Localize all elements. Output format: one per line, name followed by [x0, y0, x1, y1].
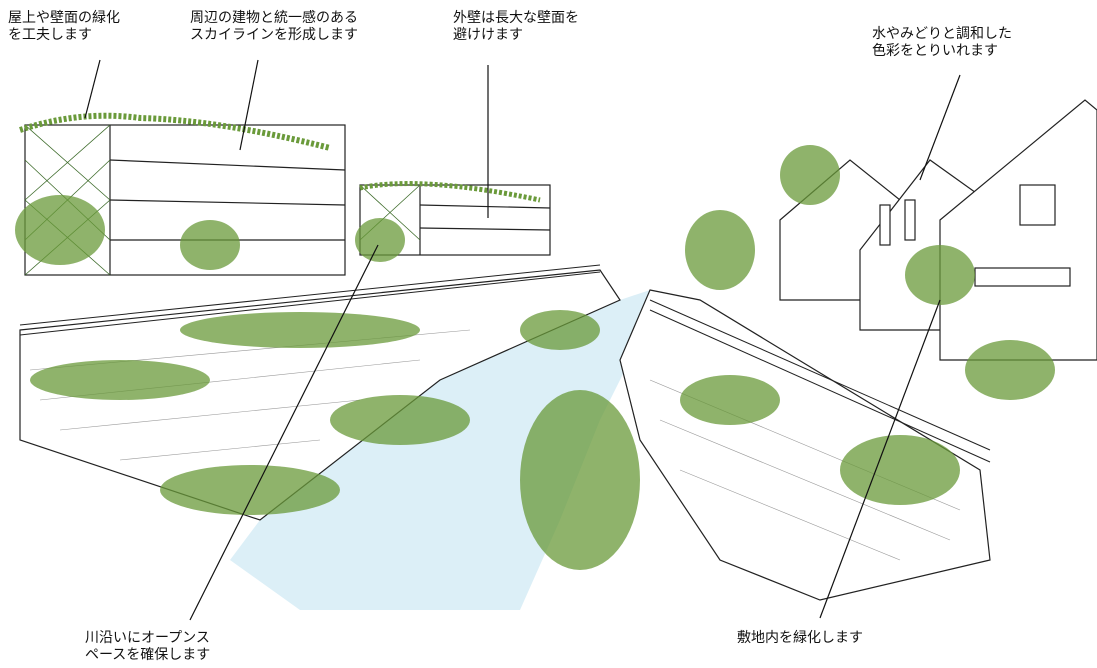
annotation-skyline: 周辺の建物と統一感のある スカイラインを形成します	[190, 10, 358, 43]
annotation-color-harmony: 水やみどりと調和した 色彩をとりいれます	[872, 26, 1012, 59]
right-houses	[779, 99, 1097, 361]
left-embankment	[19, 269, 621, 521]
leader-color	[919, 74, 961, 181]
leader-rooftop	[84, 59, 101, 119]
annotation-site-greening: 敷地内を緑化します	[737, 630, 863, 646]
greenery	[15, 145, 1055, 570]
leader-site-greening	[819, 299, 941, 619]
annotation-open-space: 川沿いにオープンス ペースを確保します	[85, 630, 211, 663]
leader-skyline	[239, 59, 259, 151]
annotation-rooftop-greening: 屋上や壁面の緑化 を工夫します	[8, 10, 120, 43]
leader-open-space	[189, 244, 379, 621]
annotation-facade: 外壁は長大な壁面を 避けけます	[453, 10, 579, 43]
railings	[19, 264, 991, 463]
leader-lines	[84, 59, 961, 621]
